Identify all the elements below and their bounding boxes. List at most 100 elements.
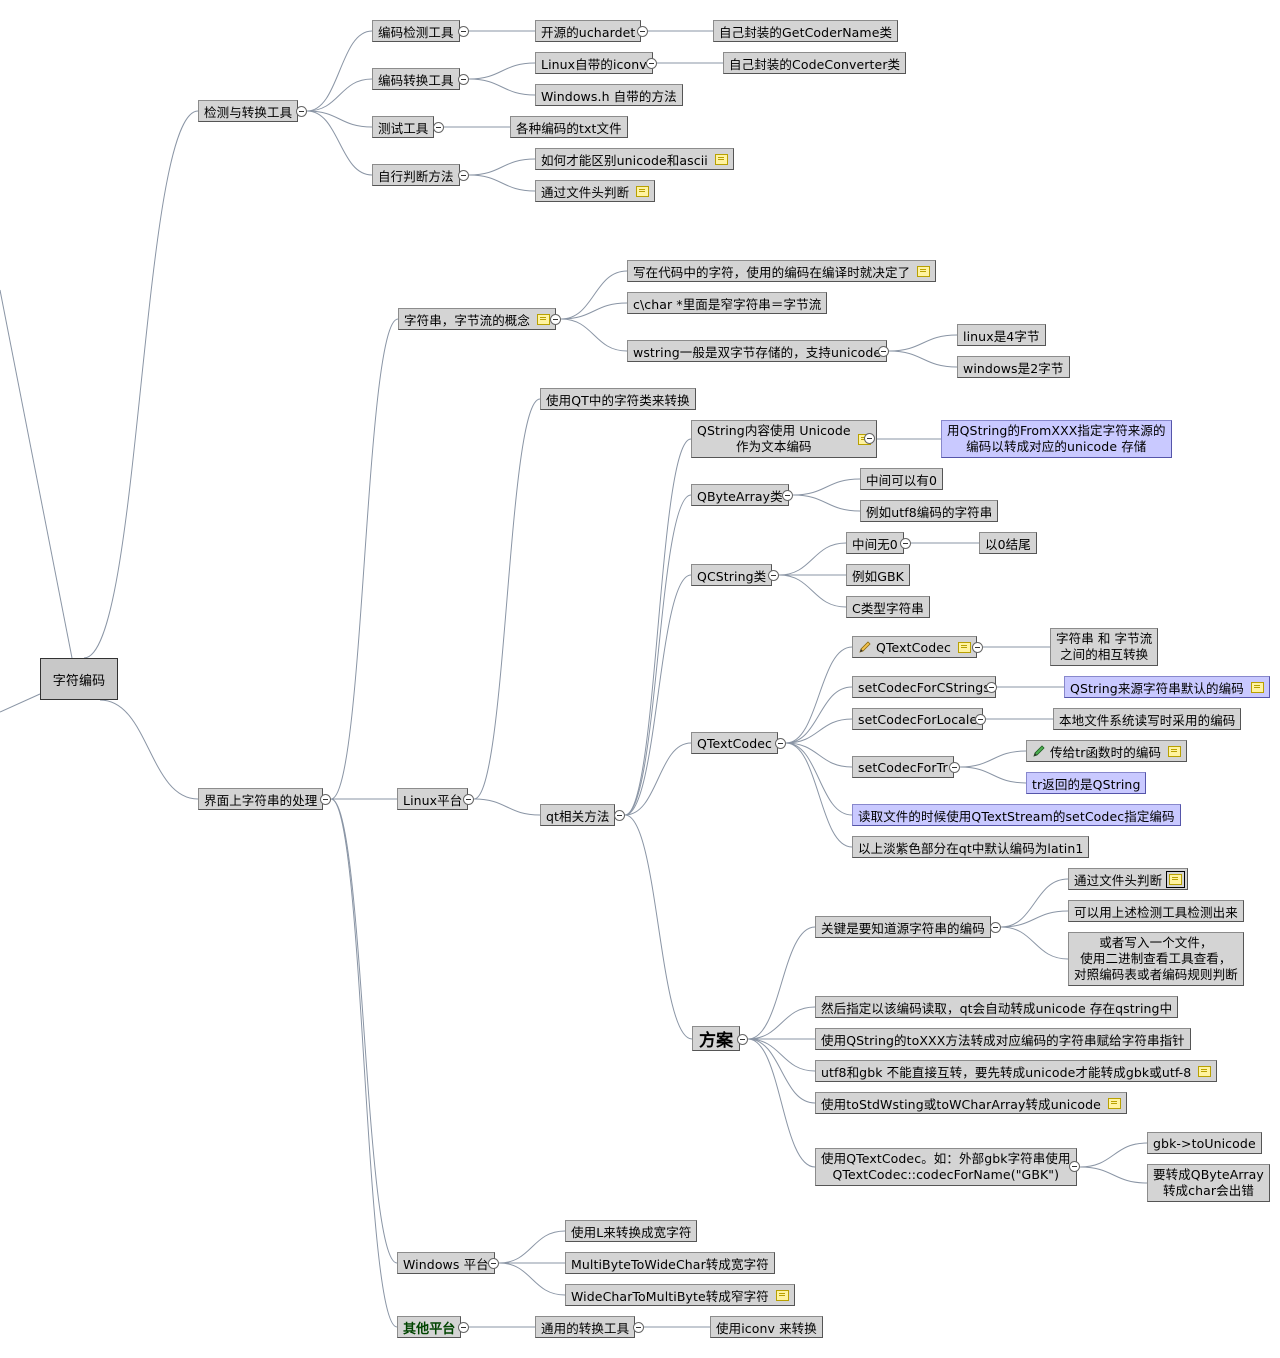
note-icon[interactable] [636,185,650,197]
note-icon[interactable] [958,641,971,653]
node-compile-time[interactable]: 写在代码中的字符，使用的编码在编译时就决定了 [627,260,937,282]
collapse-toggle[interactable] [488,1258,499,1269]
collapse-toggle[interactable] [878,346,889,357]
collapse-toggle[interactable] [550,314,561,325]
collapse-toggle[interactable] [320,794,331,805]
node-linux-4[interactable]: linux是4字节 [957,324,1046,346]
node-other-platform[interactable]: 其他平台 [397,1316,462,1338]
node-default-source[interactable]: QString来源字符串默认的编码 [1064,676,1270,698]
node-gbk-example[interactable]: 例如GBK [846,564,910,586]
node-utf8-gbk[interactable]: utf8和gbk 不能直接互转，要先转成unicode才能转成gbk或utf-8 [815,1060,1218,1082]
node-by-header[interactable]: 通过文件头判断 [1068,868,1189,890]
collapse-toggle[interactable] [900,538,911,549]
node-can-have-0[interactable]: 中间可以有0 [860,468,944,490]
node-test-tool[interactable]: 测试工具 [372,116,435,138]
note-icon[interactable] [1107,1097,1121,1109]
node-wc2mb[interactable]: WideCharToMultiByte转成窄字符 [565,1284,795,1306]
node-mb2wc[interactable]: MultiByteToWideChar转成宽字符 [565,1252,775,1274]
node-then-read[interactable]: 然后指定以该编码读取，qt会自动转成unicode 存在qstring中 [815,996,1179,1018]
node-string-concept[interactable]: 字符串，字节流的概念 [398,308,557,330]
node-file-header[interactable]: 通过文件头判断 [535,180,656,202]
collapse-toggle[interactable] [1069,1161,1080,1172]
collapse-toggle[interactable] [646,58,657,69]
node-by-tool[interactable]: 可以用上述检测工具检测出来 [1068,900,1244,922]
node-read-file[interactable]: 读取文件的时候使用QTextStream的setCodec指定编码 [852,804,1181,826]
node-utf8-example[interactable]: 例如utf8编码的字符串 [860,500,999,522]
collapse-toggle[interactable] [296,106,307,117]
note-icon[interactable] [1166,870,1186,888]
collapse-toggle[interactable] [972,642,983,653]
node-set-cstrings[interactable]: setCodecForCStrings [852,676,996,698]
node-use-qt[interactable]: 使用QT中的字符类来转换 [540,388,696,410]
node-general-tool[interactable]: 通用的转换工具 [535,1316,636,1338]
note-icon[interactable] [917,265,931,277]
node-use-codec[interactable]: 使用QTextCodec。如：外部gbk字符串使用 QTextCodec::co… [815,1148,1077,1186]
collapse-toggle[interactable] [737,1034,748,1045]
note-icon[interactable] [714,153,728,165]
node-tr-param[interactable]: 传给tr函数时的编码 [1026,740,1188,762]
collapse-toggle[interactable] [633,1322,644,1333]
node-qstring[interactable]: QString内容使用 Unicode 作为文本编码 [691,420,877,458]
node-qtextcodec-class[interactable]: QTextCodec [852,636,977,658]
node-tr-return[interactable]: tr返回的是QString [1026,772,1147,794]
node-fromxxx[interactable]: 用QString的FromXXX指定字符来源的 编码以转成对应的unicode … [941,420,1172,458]
collapse-toggle[interactable] [782,490,793,501]
node-plan[interactable]: 方案 [692,1026,741,1051]
collapse-toggle[interactable] [458,170,469,181]
node-char-ptr[interactable]: c\char *里面是窄字符串＝字节流 [627,292,828,314]
collapse-toggle[interactable] [990,922,1001,933]
node-get-coder-name[interactable]: 自己封装的GetCoderName类 [713,20,899,42]
collapse-toggle[interactable] [458,1322,469,1333]
node-use-iconv[interactable]: 使用iconv 来转换 [710,1316,823,1338]
note-icon[interactable] [1250,681,1264,693]
node-code-converter[interactable]: 自己封装的CodeConverter类 [723,52,907,74]
node-ends-0[interactable]: 以0结尾 [979,532,1037,554]
collapse-toggle[interactable] [463,794,474,805]
note-icon[interactable] [1168,745,1182,757]
node-or-file[interactable]: 或者写入一个文件， 使用二进制查看工具查看， 对照编码表或者编码规则判断 [1068,932,1244,986]
note-icon[interactable] [1198,1065,1212,1077]
node-wstring[interactable]: wstring一般是双字节存储的，支持unicode [627,340,888,362]
collapse-toggle[interactable] [614,810,625,821]
node-tostd[interactable]: 使用toStdWsting或toWCharArray转成unicode [815,1092,1127,1114]
node-ui-strings[interactable]: 界面上字符串的处理 [198,788,324,810]
node-qbytearray[interactable]: QByteArray类 [691,484,789,506]
collapse-toggle[interactable] [986,682,997,693]
collapse-toggle[interactable] [864,433,875,444]
node-detect-tool[interactable]: 编码检测工具 [372,20,460,42]
node-windows-2[interactable]: windows是2字节 [957,356,1070,378]
note-icon[interactable] [775,1289,789,1301]
node-toxxx[interactable]: 使用QString的toXXX方法转成对应编码的字符串赋给字符串指针 [815,1028,1191,1050]
collapse-toggle[interactable] [637,26,648,37]
collapse-toggle[interactable] [433,122,444,133]
node-gbk-to-unicode[interactable]: gbk->toUnicode [1147,1132,1262,1154]
node-convert-tool[interactable]: 编码转换工具 [372,68,460,90]
collapse-toggle[interactable] [949,762,960,773]
node-qbytearray-warn[interactable]: 要转成QByteArray 转成char会出错 [1147,1164,1270,1202]
collapse-toggle[interactable] [458,26,469,37]
node-set-locale[interactable]: setCodecForLocale [852,708,984,730]
collapse-toggle[interactable] [975,714,986,725]
root-node[interactable]: 字符编码 [40,658,118,700]
collapse-toggle[interactable] [768,570,779,581]
collapse-toggle[interactable] [775,738,786,749]
node-windows-platform[interactable]: Windows 平台 [397,1252,495,1274]
node-qt-methods[interactable]: qt相关方法 [540,804,616,826]
node-unicode-ascii[interactable]: 如何才能区别unicode和ascii [535,148,734,170]
note-icon[interactable] [537,313,551,325]
node-linux-platform[interactable]: Linux平台 [397,788,469,810]
node-set-tr[interactable]: setCodecForTr [852,756,954,778]
collapse-toggle[interactable] [458,74,469,85]
node-c-string[interactable]: C类型字符串 [846,596,930,618]
node-txt-files[interactable]: 各种编码的txt文件 [510,116,628,138]
node-self-judge[interactable]: 自行判断方法 [372,164,460,186]
node-local-fs[interactable]: 本地文件系统读写时采用的编码 [1053,708,1242,730]
node-uchardet[interactable]: 开源的uchardet [535,20,642,42]
node-conversion[interactable]: 字符串 和 字节流 之间的相互转换 [1050,628,1159,666]
node-qcstring[interactable]: QCString类 [691,564,773,586]
node-linux-iconv[interactable]: Linux自带的iconv [535,52,653,74]
node-use-l[interactable]: 使用L来转换成宽字符 [565,1220,698,1242]
node-detect-convert[interactable]: 检测与转换工具 [198,100,299,122]
node-qtextcodec-group[interactable]: QTextCodec [691,732,778,754]
node-windows-h[interactable]: Windows.h 自带的方法 [535,84,683,106]
